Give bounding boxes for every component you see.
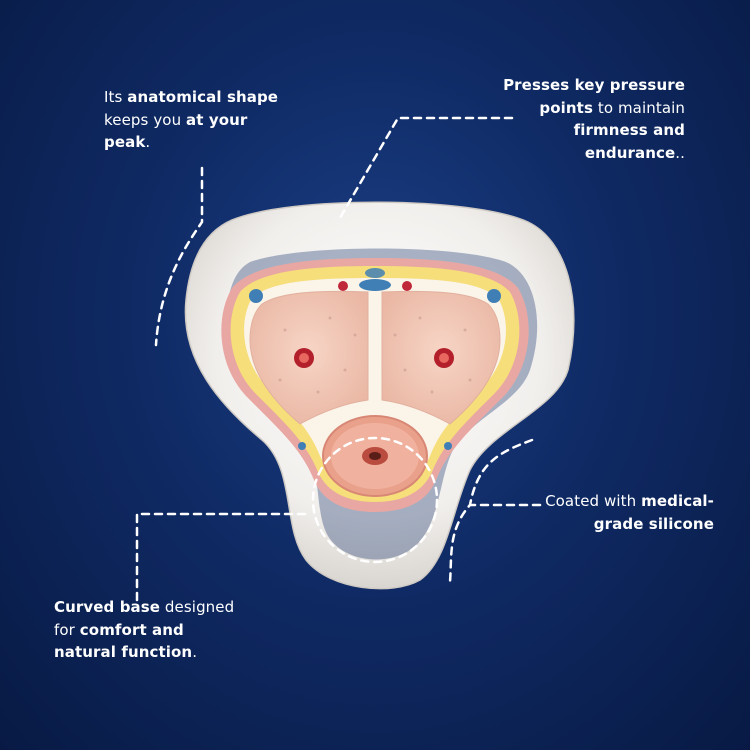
callout-text: Coated with bbox=[545, 492, 642, 510]
dorsal-vein bbox=[359, 279, 391, 291]
callout-emphasis: anatomical shape bbox=[127, 88, 279, 106]
left-artery-lumen bbox=[299, 353, 309, 363]
lateral-vein-right bbox=[487, 289, 501, 303]
leader-anatomical bbox=[154, 166, 204, 347]
callout-emphasis: natural function bbox=[54, 643, 193, 661]
callout-emphasis: comfort and bbox=[79, 620, 184, 639]
lower-vein-left bbox=[298, 442, 306, 450]
callout-text: designed bbox=[160, 598, 235, 616]
leader-lines bbox=[135, 116, 542, 602]
callout-emphasis: Curved base bbox=[54, 598, 161, 616]
callout-emphasis: grade silicone bbox=[593, 514, 714, 533]
leader-pressure bbox=[338, 116, 514, 220]
urethra-lumen bbox=[369, 452, 381, 460]
callout-emphasis: firmness and bbox=[573, 121, 685, 139]
callout-emphasis: points bbox=[539, 98, 593, 117]
callout-text: . bbox=[145, 133, 151, 151]
callout-text: keeps you bbox=[104, 110, 187, 129]
callout-emphasis: medical- bbox=[641, 492, 714, 510]
callout-text: for bbox=[54, 620, 80, 639]
callout-text: .. bbox=[675, 143, 685, 162]
leader-base bbox=[135, 512, 310, 602]
callout-anatomical-shape: Its anatomical shape keeps you at your p… bbox=[104, 86, 304, 154]
lower-vein-right bbox=[444, 442, 452, 450]
leader-silicone-upper bbox=[468, 438, 534, 507]
dorsal-artery-left bbox=[338, 281, 348, 291]
lateral-vein-left bbox=[249, 289, 263, 303]
callout-emphasis: peak bbox=[104, 133, 146, 151]
callout-text: to maintain bbox=[592, 98, 685, 117]
tissue-speckles bbox=[278, 316, 472, 394]
leader-silicone bbox=[448, 503, 542, 584]
callout-text: Its bbox=[104, 88, 128, 106]
dorsal-artery-right bbox=[402, 281, 412, 291]
deep-dorsal-vein bbox=[365, 268, 385, 278]
callout-silicone-coating: Coated with medical- grade silicone bbox=[494, 490, 714, 535]
callout-curved-base: Curved base designed for comfort and nat… bbox=[54, 596, 274, 664]
callout-emphasis: endurance bbox=[584, 143, 676, 162]
curved-base-highlight bbox=[311, 436, 439, 564]
callout-emphasis: Presses key pressure bbox=[503, 76, 685, 94]
callout-emphasis: at your bbox=[186, 110, 248, 129]
callout-pressure-points: Presses key pressure points to maintain … bbox=[435, 74, 685, 164]
right-artery-lumen bbox=[439, 353, 449, 363]
callout-text: . bbox=[192, 643, 198, 661]
